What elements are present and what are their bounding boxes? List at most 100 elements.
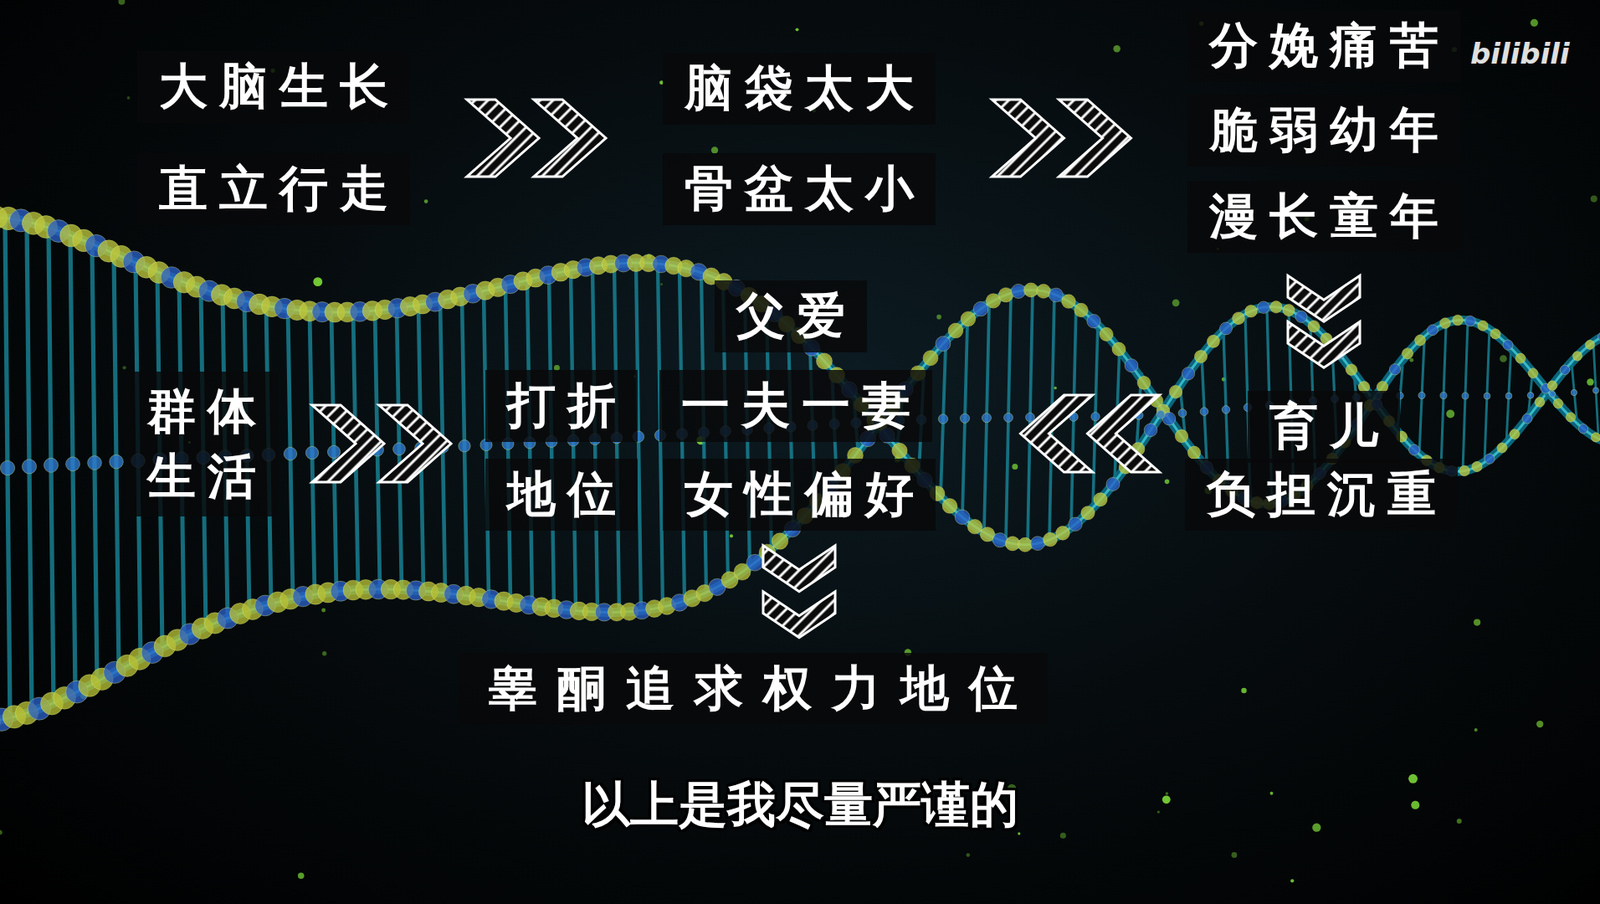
helix-sphere: [1025, 412, 1036, 422]
concept-box: 育儿: [1247, 390, 1400, 463]
concept-box: 地位: [485, 458, 638, 531]
glow-dot: [1165, 791, 1169, 795]
helix-sphere: [1459, 465, 1470, 476]
concept-box: 睾酮追求权力地位: [458, 652, 1048, 725]
glow-dot: [1241, 687, 1247, 693]
concept-text: 育儿: [1269, 397, 1390, 457]
helix-sphere: [1548, 390, 1555, 397]
glow-dot: [127, 96, 131, 100]
concept-text: 负担沉重: [1206, 465, 1448, 524]
helix-sphere: [1465, 315, 1476, 326]
helix-sphere: [0, 460, 15, 475]
glow-dot: [1410, 800, 1420, 810]
glow-dot: [1312, 823, 1321, 832]
helix-sphere: [1221, 405, 1231, 415]
helix-sphere: [87, 456, 103, 471]
helix-sphere: [1415, 334, 1426, 346]
helix-sphere: [1528, 368, 1539, 379]
helix-sphere: [1143, 423, 1158, 437]
concept-text: 脆弱幼年: [1209, 101, 1451, 160]
concept-text: 分娩痛苦: [1209, 16, 1451, 76]
glow-dot: [1230, 851, 1237, 858]
helix-sphere: [1572, 351, 1582, 361]
glow-dot: [1060, 832, 1067, 839]
helix-sphere: [998, 287, 1013, 303]
helix-sphere: [1345, 364, 1358, 376]
glow-dot: [0, 830, 3, 835]
helix-sphere: [1232, 312, 1246, 325]
helix-sphere: [1497, 442, 1508, 453]
glow-dot: [1590, 195, 1598, 203]
helix-sphere: [1005, 536, 1020, 551]
chevron-arrow: [1287, 275, 1360, 368]
glow-dot: [1290, 878, 1294, 883]
helix-sphere: [1257, 301, 1270, 313]
helix-sphere: [1509, 429, 1520, 440]
helix-sphere: [1049, 287, 1064, 303]
concept-box: 父爱: [714, 280, 867, 353]
helix-sphere: [1018, 537, 1033, 552]
helix-sphere: [1282, 303, 1295, 316]
glow-dot: [1157, 810, 1160, 813]
helix-rungs: [0, 217, 1600, 722]
concept-text: 骨盆太小: [684, 159, 926, 219]
helix-sphere: [1137, 375, 1151, 390]
helix-sphere: [1178, 409, 1187, 418]
helix-sphere: [1081, 506, 1095, 520]
glow-dot: [312, 276, 323, 287]
helix-sphere: [1061, 294, 1077, 309]
helix-rung: [1593, 342, 1599, 436]
helix-sphere: [1477, 320, 1488, 331]
helix-sphere: [1565, 412, 1575, 422]
glow-dot: [660, 282, 663, 286]
concept-box: 脑袋太大: [662, 52, 936, 125]
helix-sphere: [1106, 476, 1120, 491]
concept-box: 大脑生长: [137, 51, 411, 124]
helix-sphere: [1527, 392, 1534, 400]
helix-sphere: [942, 498, 958, 514]
glow-dot: [1162, 794, 1171, 804]
helix-sphere: [1091, 411, 1100, 421]
helix-sphere: [1570, 389, 1577, 395]
glow-dots: [0, 0, 1598, 883]
concept-text: 群体 生活: [147, 378, 268, 510]
chevron-arrow: [466, 99, 606, 177]
helix-sphere: [771, 533, 789, 550]
helix-sphere: [1547, 380, 1558, 391]
helix-sphere: [393, 442, 406, 456]
helix-sphere: [1578, 424, 1588, 434]
glow-dot: [1270, 791, 1274, 795]
helix-sphere: [1194, 349, 1207, 363]
chevron-arrow: [992, 99, 1132, 177]
helix-sphere: [1484, 453, 1495, 464]
helix-sphere: [1043, 532, 1058, 547]
helix-sphere: [960, 311, 976, 327]
glow-dot: [1172, 298, 1180, 307]
helix-sphere: [981, 413, 991, 423]
helix-sphere: [1440, 317, 1452, 329]
helix-sphere: [1584, 339, 1595, 349]
helix-sphere: [1200, 407, 1209, 416]
helix-sphere: [1207, 334, 1221, 348]
helix-sphere: [816, 353, 833, 370]
glow-dot: [321, 607, 326, 612]
helix-sphere: [1559, 364, 1570, 375]
helix-rung: [1484, 326, 1490, 462]
helix-sphere: [1093, 492, 1108, 507]
helix-sphere: [1124, 358, 1139, 373]
helix-sphere: [959, 413, 970, 423]
helix-sphere: [1483, 392, 1491, 400]
helix-sphere: [1515, 353, 1526, 364]
helix-sphere: [1099, 327, 1113, 341]
concept-box: 打折: [485, 369, 638, 442]
concept-box: 负担沉重: [1184, 458, 1458, 531]
subtitle-caption: 以上是我尽量严谨的: [0, 775, 1600, 835]
helix-sphere: [1245, 304, 1258, 318]
glow-dot: [795, 27, 800, 31]
glow-dot: [1536, 720, 1544, 728]
glow-dot: [1011, 463, 1018, 470]
helix-sphere: [954, 509, 970, 525]
helix-sphere: [1461, 392, 1469, 400]
concept-box: 直立行走: [137, 153, 411, 226]
